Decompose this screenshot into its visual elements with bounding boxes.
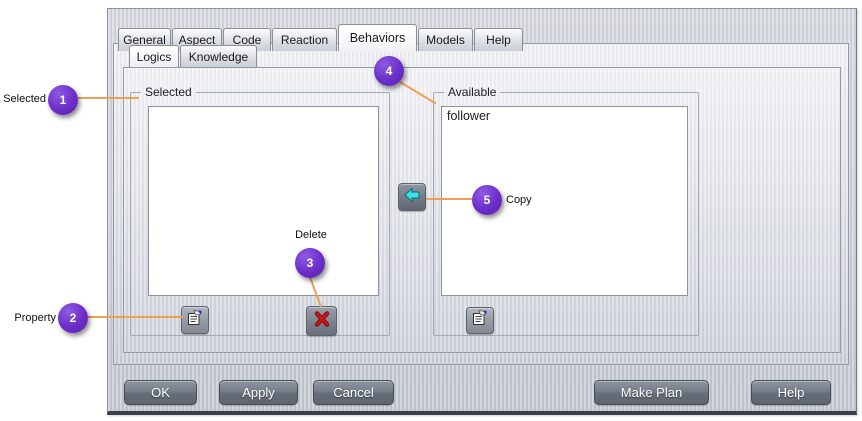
callout-1-badge: 1 xyxy=(48,85,78,115)
callout-2-line xyxy=(88,316,183,318)
callout-label-copy: Copy xyxy=(506,194,532,206)
property-selected-button[interactable] xyxy=(181,306,209,334)
callout-label-selected: Selected xyxy=(3,93,46,105)
callout-3-badge: 3 xyxy=(295,248,325,278)
callout-1-line xyxy=(78,97,139,99)
available-groupbox: Available xyxy=(433,85,699,336)
help-button[interactable]: Help xyxy=(751,380,831,405)
tab-behaviors[interactable]: Behaviors xyxy=(338,24,417,51)
tab-help[interactable]: Help xyxy=(474,28,523,51)
callout-2-badge: 2 xyxy=(58,303,88,333)
property-icon xyxy=(471,309,489,332)
callout-label-delete: Delete xyxy=(295,229,327,241)
selected-listbox[interactable] xyxy=(148,106,379,296)
callout-5-line xyxy=(426,198,472,200)
ok-button[interactable]: OK xyxy=(124,380,197,405)
tab-reaction[interactable]: Reaction xyxy=(272,28,337,51)
subtab-logics[interactable]: Logics xyxy=(129,45,179,67)
subtab-knowledge[interactable]: Knowledge xyxy=(180,45,257,67)
list-item[interactable]: follower xyxy=(447,109,491,123)
delete-selected-button[interactable] xyxy=(306,306,337,336)
callout-5-badge: 5 xyxy=(472,185,502,215)
cyan-left-arrow-icon xyxy=(402,185,422,210)
red-x-icon xyxy=(312,309,332,334)
cancel-button[interactable]: Cancel xyxy=(313,380,394,405)
selected-group-label: Selected xyxy=(145,85,192,99)
property-available-button[interactable] xyxy=(466,307,494,334)
make-plan-button[interactable]: Make Plan xyxy=(594,380,709,405)
callout-4-badge: 4 xyxy=(374,56,404,86)
copy-to-selected-button[interactable] xyxy=(398,183,426,211)
tab-models[interactable]: Models xyxy=(418,28,473,51)
property-icon xyxy=(186,309,204,332)
selected-groupbox: Selected xyxy=(130,85,390,336)
main-tab-bar: General Aspect Code Reaction Behaviors M… xyxy=(118,17,523,51)
apply-button[interactable]: Apply xyxy=(219,380,298,405)
available-group-label: Available xyxy=(448,85,497,99)
sub-tab-bar: Logics Knowledge xyxy=(129,45,257,67)
callout-label-property: Property xyxy=(14,312,56,324)
